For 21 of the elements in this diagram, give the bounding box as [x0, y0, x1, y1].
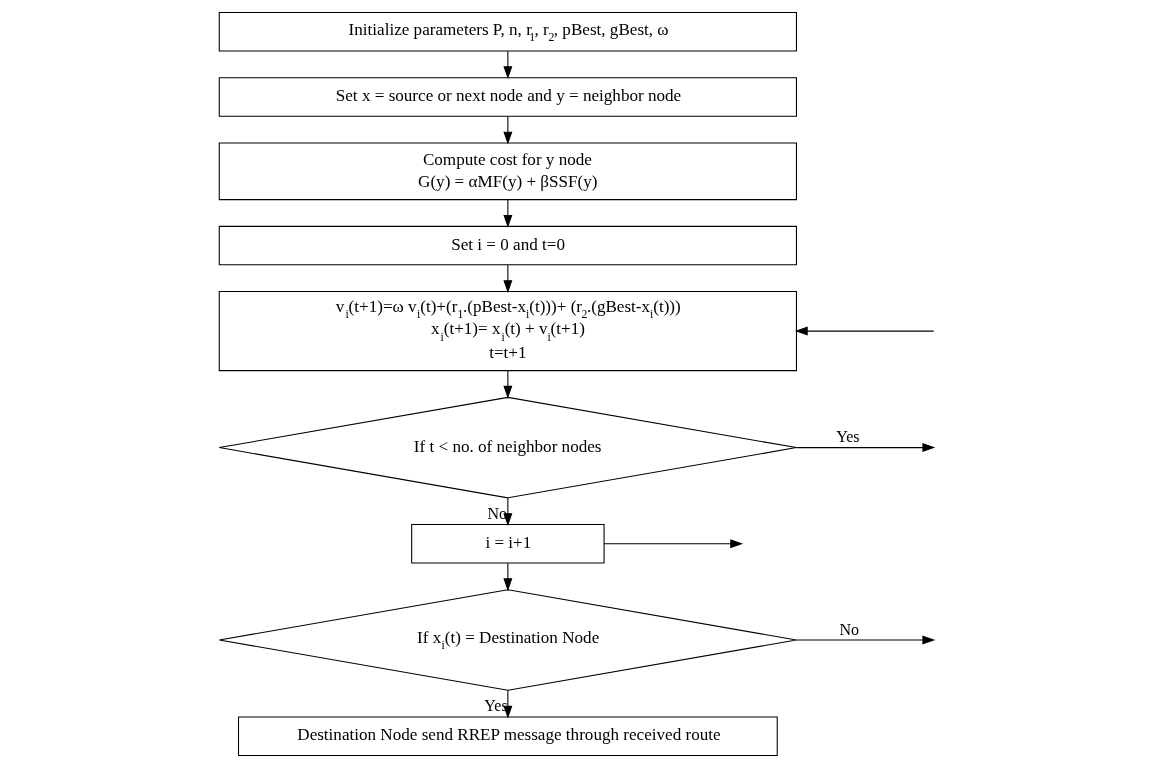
node-diamond: If x$_{i}$(t) = Destination Node — [218, 589, 797, 691]
edge-label: No — [838, 620, 859, 638]
arrow — [603, 539, 743, 549]
arrow — [502, 199, 512, 228]
node-box: Set i = 0 and t=0 — [218, 225, 797, 266]
arrow — [502, 370, 512, 399]
arrow — [502, 116, 512, 145]
node-box: Initialize parameters P, n, r$_{1}$, r$_{2}$, pBest, gBest, ω — [218, 12, 797, 52]
node-box: v$_{i}$(t+1)=ω v$_{i}$(t)+(r$_{1}$.(pBest-x$_{i}$(t)))+ (r$_{2}$.(gBest-x$_{i}$(t))) x$_{i}$(t+1)= x$_{i}$(t) + v$_{i}$(t+1) t=t+1 — [218, 291, 797, 372]
node-box: i = i+1 — [410, 524, 605, 564]
arrow — [794, 326, 934, 336]
arrow — [502, 562, 512, 592]
node-diamond: If t < no. of neighbor nodes — [218, 396, 797, 499]
node-box: Set x = source or next node and y = neighbor node — [218, 77, 797, 117]
edge-label: Yes — [835, 428, 859, 446]
arrow — [795, 635, 935, 645]
node-box: Destination Node send RREP message through received route — [237, 716, 778, 756]
arrow — [502, 264, 512, 294]
arrow — [502, 50, 512, 80]
arrow — [795, 443, 935, 453]
node-box: Compute cost for y node G(y) = αMF(y) + βSSF(y) — [218, 142, 797, 201]
